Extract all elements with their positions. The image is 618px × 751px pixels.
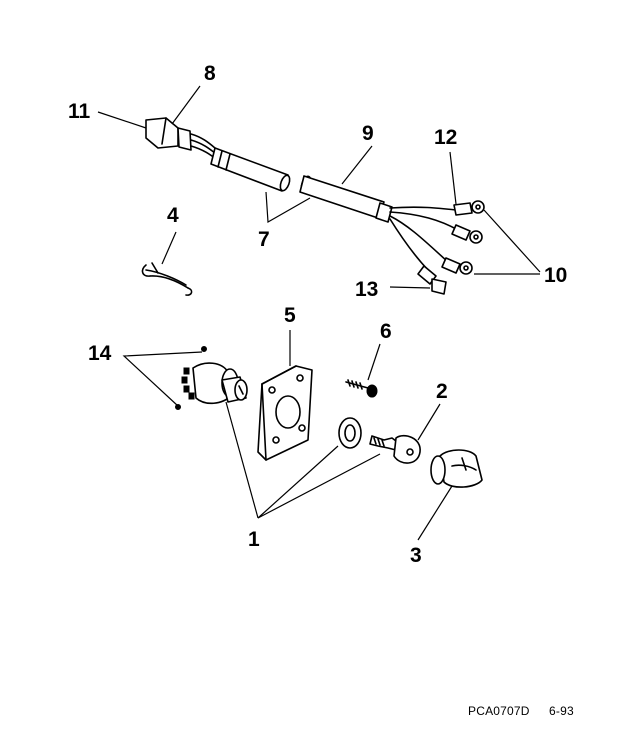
callout-4: 4: [167, 204, 179, 227]
callout-9: 9: [362, 122, 374, 145]
retaining-clip: [141, 262, 193, 296]
callout-8: 8: [204, 62, 216, 85]
mounting-plate: [257, 365, 313, 461]
switch-nut: [338, 417, 362, 449]
ignition-switch: [175, 346, 248, 410]
callout-6: 6: [380, 320, 392, 343]
callout-11: 11: [68, 100, 91, 123]
figure-date: 6-93: [549, 704, 574, 718]
callout-2: 2: [436, 380, 448, 403]
leader-lines: [97, 85, 541, 541]
figure-code: PCA0707D: [468, 704, 530, 718]
mounting-screw: [345, 379, 378, 398]
callout-5: 5: [284, 304, 296, 327]
callout-3: 3: [410, 544, 422, 567]
callout-14: 14: [88, 342, 112, 365]
switch-boot: [430, 449, 483, 488]
wire-harness-connector-end: [145, 117, 291, 192]
ignition-key: [369, 434, 421, 464]
callout-1: 1: [248, 528, 260, 551]
callout-13: 13: [355, 278, 378, 301]
callout-12: 12: [434, 126, 457, 149]
wire-harness-lead-end: [299, 175, 485, 295]
callout-7: 7: [258, 228, 270, 251]
callout-10: 10: [544, 264, 567, 287]
